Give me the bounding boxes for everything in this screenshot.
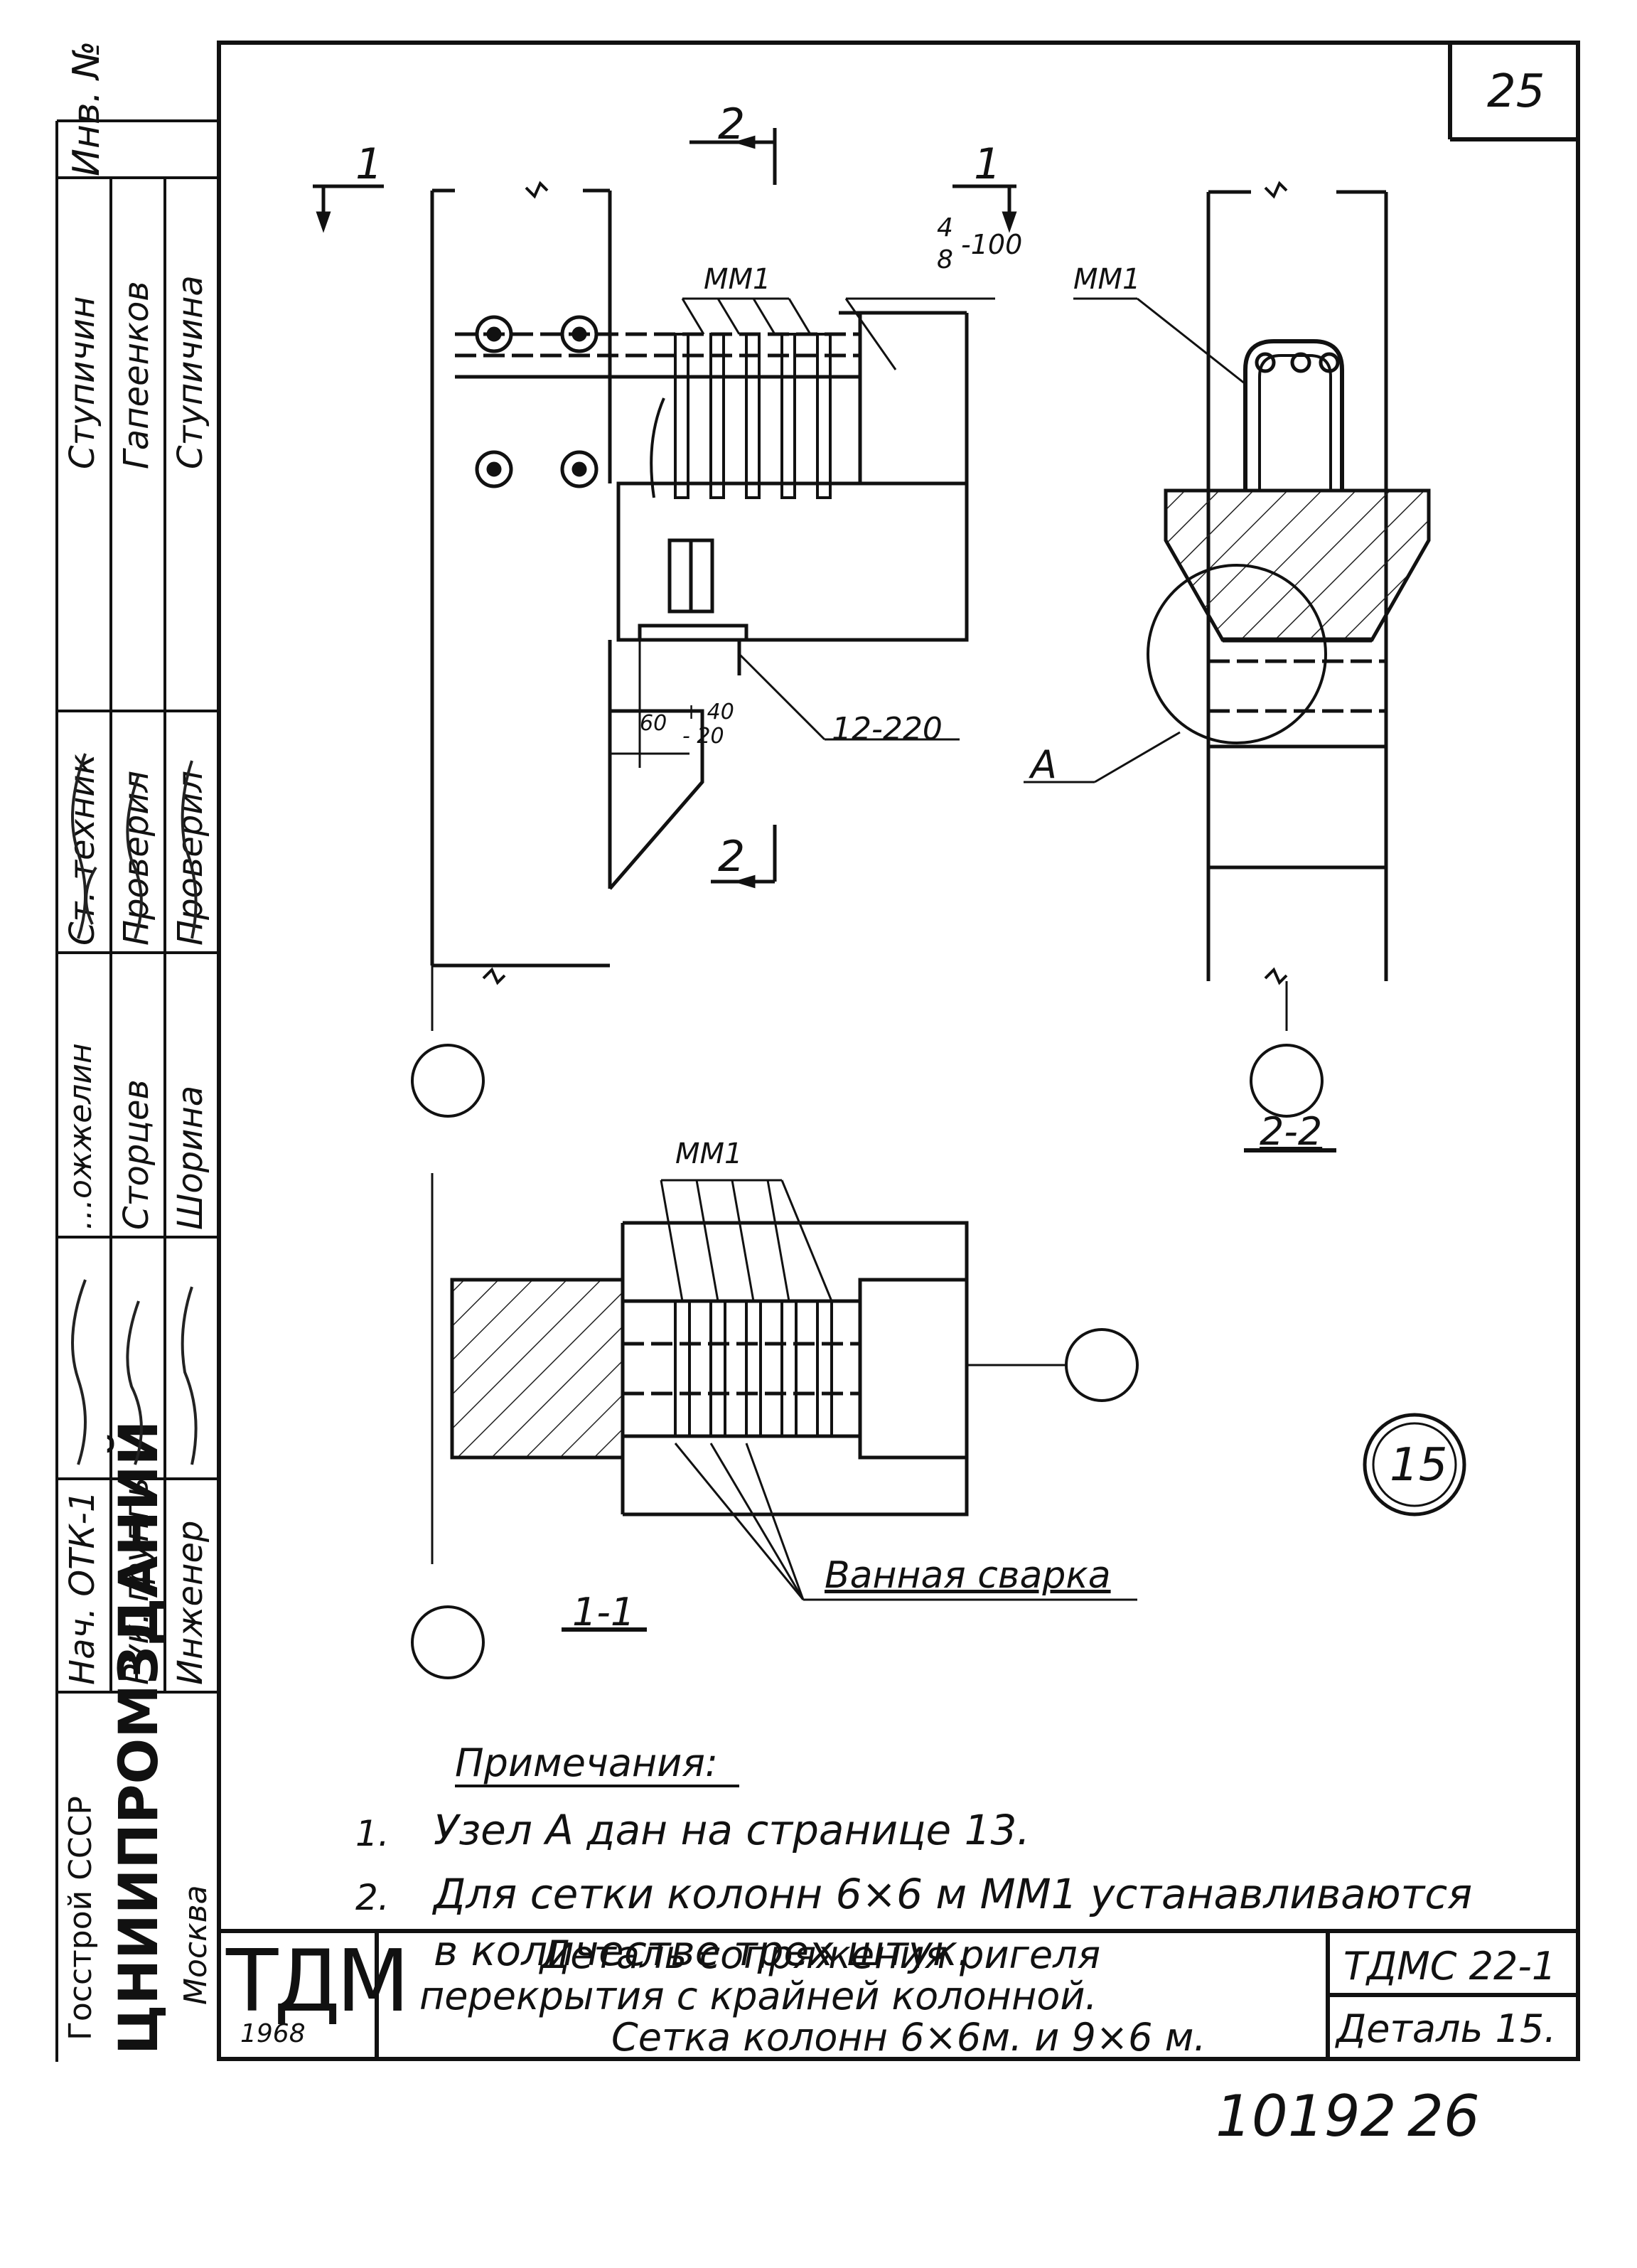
name-gapeenkov: Гапеенков (117, 281, 156, 469)
role-nach-otk: Нач. ОТК-1 (63, 1490, 102, 1685)
org-gosstroy: Госстрой СССР (63, 1796, 99, 2040)
bottom-page-number: 26 (1407, 2083, 1480, 2149)
sheet-frame (217, 41, 1580, 2061)
inv-label: Инв. № (65, 41, 108, 176)
note-1-number: 1. (355, 1813, 390, 1854)
dim-60: 60 (640, 711, 667, 736)
page-number: 25 (1487, 65, 1545, 118)
cut-2-bottom: 2 (718, 832, 746, 882)
cut-1-right: 1 (974, 139, 1002, 189)
spacing-numerator: 4 (937, 213, 953, 242)
anchor-label: 12-220 (832, 711, 943, 747)
mm1-label-right: ММ1 (1073, 263, 1141, 296)
name-shorina: Шорина (171, 1085, 210, 1230)
cut-2-top: 2 (718, 100, 746, 149)
name-stupichina: Ступичина (171, 275, 210, 469)
mm1-label-top: ММ1 (704, 263, 771, 296)
note-1-text: Узел А дан на странице 13. (434, 1806, 1030, 1854)
detail-label: Деталь 15. (1336, 2006, 1557, 2051)
node-a-label: А (1031, 742, 1057, 787)
dim-minus-20: - 20 (682, 724, 724, 749)
title-block-grid (219, 1929, 1578, 2059)
mm1-label-bottom: ММ1 (675, 1138, 743, 1170)
left-stamp-grid (55, 119, 219, 2062)
org-tsniipromzdaniy: ЦНИИПРОМЗДАНИЙ (107, 1420, 170, 2055)
welding-label: Ванная сварка (825, 1554, 1111, 1597)
title-line-3: Сетка колонн 6×6м. и 9×6 м. (611, 2015, 1206, 2060)
spacing-step: -100 (961, 229, 1023, 260)
notes-title: Примечания: (455, 1740, 719, 1785)
name-stortsev: Сторцев (117, 1079, 156, 1230)
drawing-code: ТДМС 22-1 (1343, 1944, 1557, 1989)
detail-number-circle: 15 (1390, 1439, 1448, 1492)
logo-tdm: ТДМ (226, 1932, 410, 2031)
title-line-2: перекрытия с крайней колонной. (419, 1974, 1097, 2018)
note-2-text-cont: в количестве трех штук. (434, 1927, 971, 1975)
section-1-1 (411, 1173, 1466, 1679)
role-inzhener: Инженер (171, 1520, 210, 1685)
cut-1-left: 1 (355, 139, 383, 189)
signature-marks-upper (71, 753, 198, 939)
section-1-1-label: 1-1 (572, 1590, 635, 1635)
org-moskva: Москва (178, 1885, 214, 2005)
dim-plus-40: + 40 (682, 700, 734, 724)
title-line-1: Деталь сопряжения ригеля (540, 1932, 1101, 1977)
name-stupichin: Ступичин (63, 296, 102, 469)
section-2-2-label: 2-2 (1260, 1109, 1323, 1154)
note-2-text: Для сетки колонн 6×6 м ММ1 устанавливают… (434, 1870, 1473, 1918)
note-2-number: 2. (355, 1877, 390, 1918)
bottom-code-number: 10192 (1215, 2083, 1397, 2149)
elevation-view (313, 128, 1017, 1118)
year: 1968 (240, 2019, 306, 2048)
signature-marks-lower (71, 1279, 198, 1465)
section-2-2 (1024, 181, 1431, 1152)
partial-role: …ожжелин (63, 1043, 99, 1230)
spacing-denominator: 8 (937, 245, 953, 274)
